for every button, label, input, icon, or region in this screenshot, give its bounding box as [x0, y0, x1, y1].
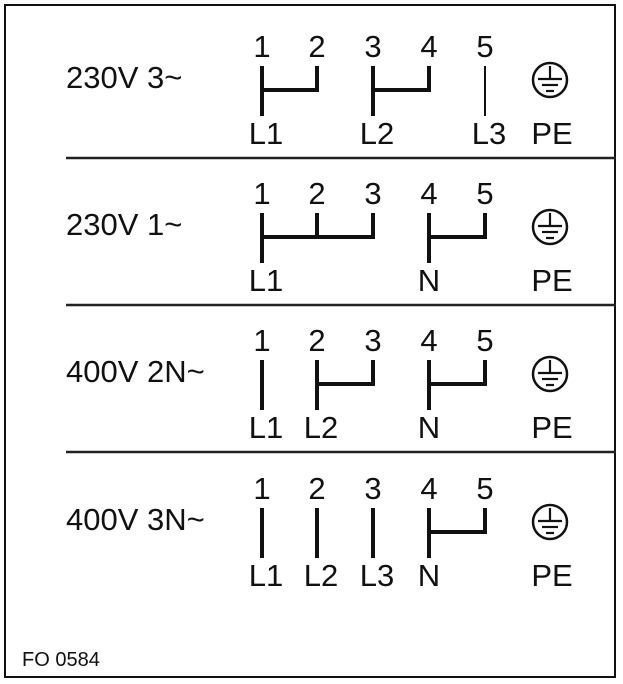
terminal-number-3: 3: [364, 176, 381, 211]
terminal-number-3: 3: [364, 29, 381, 64]
phase-label-l2: L2: [304, 558, 338, 593]
terminal-number-4: 4: [420, 176, 437, 211]
phase-label-l1: L1: [249, 263, 283, 298]
voltage-label: 400V 3N~: [66, 502, 205, 537]
phase-label-l2: L2: [360, 116, 394, 151]
pe-label: PE: [531, 410, 572, 445]
terminal-number-4: 4: [420, 29, 437, 64]
diagram-frame: [4, 4, 616, 678]
voltage-label: 230V 1~: [66, 207, 182, 242]
terminal-number-5: 5: [476, 471, 493, 506]
terminal-number-5: 5: [476, 323, 493, 358]
terminal-number-1: 1: [253, 176, 270, 211]
phase-label-l1: L1: [249, 558, 283, 593]
terminal-number-5: 5: [476, 176, 493, 211]
pe-label: PE: [531, 116, 572, 151]
figure-code: FO 0584: [22, 649, 100, 671]
terminal-number-5: 5: [476, 29, 493, 64]
voltage-label: 230V 3~: [66, 60, 182, 95]
voltage-label: 400V 2N~: [66, 354, 205, 389]
pe-label: PE: [531, 558, 572, 593]
phase-label-l1: L1: [249, 116, 283, 151]
terminal-number-3: 3: [364, 471, 381, 506]
terminal-number-2: 2: [308, 323, 325, 358]
terminal-number-2: 2: [308, 29, 325, 64]
phase-label-l1: L1: [249, 410, 283, 445]
terminal-number-2: 2: [308, 471, 325, 506]
terminal-number-2: 2: [308, 176, 325, 211]
terminal-number-1: 1: [253, 323, 270, 358]
phase-label-l3: L3: [360, 558, 394, 593]
phase-label-n: N: [418, 558, 440, 593]
phase-label-n: N: [418, 410, 440, 445]
phase-label-n: N: [418, 263, 440, 298]
terminal-number-1: 1: [253, 471, 270, 506]
terminal-number-1: 1: [253, 29, 270, 64]
terminal-number-4: 4: [420, 471, 437, 506]
terminal-number-4: 4: [420, 323, 437, 358]
phase-label-l2: L2: [304, 410, 338, 445]
phase-label-l3: L3: [472, 116, 506, 151]
pe-label: PE: [531, 263, 572, 298]
terminal-number-3: 3: [364, 323, 381, 358]
